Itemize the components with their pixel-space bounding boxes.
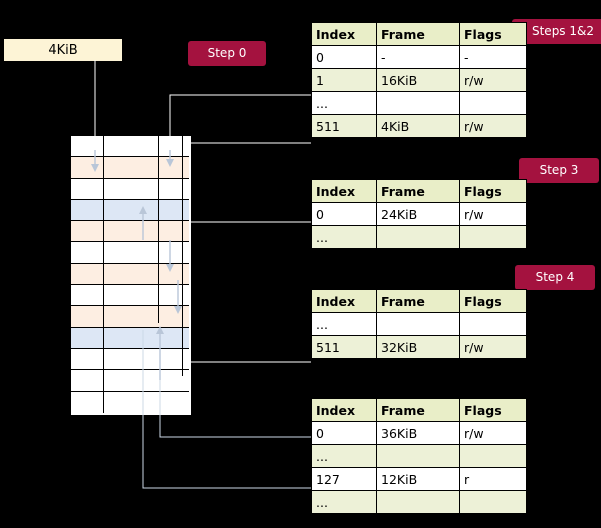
column-header-index: Index xyxy=(311,179,377,203)
cell-flags: r xyxy=(459,467,527,491)
column-header-frame: Frame xyxy=(376,289,460,313)
badge-step-0: Step 0 xyxy=(188,41,266,66)
cell-index: ... xyxy=(311,312,377,336)
memory-row xyxy=(71,391,189,413)
column-header-flags: Flags xyxy=(459,22,527,46)
cell-frame xyxy=(376,444,460,468)
cell-frame: 24KiB xyxy=(376,202,460,226)
memory-divider-mid xyxy=(182,136,183,376)
cell-index: 1 xyxy=(311,68,377,92)
memory-row xyxy=(71,199,189,222)
page-block-label: 4KiB xyxy=(48,42,78,58)
memory-row xyxy=(71,242,189,264)
badge-step-3-label: Step 3 xyxy=(539,163,579,177)
cell-flags: r/w xyxy=(459,114,527,138)
cell-flags xyxy=(459,490,527,514)
column-header-frame: Frame xyxy=(376,179,460,203)
memory-row xyxy=(71,285,189,307)
memory-divider-left xyxy=(103,136,104,413)
column-header-frame: Frame xyxy=(376,398,460,422)
page-block-4kib: 4KiB xyxy=(3,38,123,62)
cell-index: ... xyxy=(311,91,377,115)
table-row: ... xyxy=(311,225,527,249)
cell-frame xyxy=(376,91,460,115)
memory-row xyxy=(71,327,189,349)
cell-flags: - xyxy=(459,45,527,69)
cell-frame xyxy=(376,312,460,336)
badge-step-4-label: Step 4 xyxy=(535,270,575,284)
cell-flags xyxy=(459,225,527,249)
badge-step-4: Step 4 xyxy=(515,265,595,290)
cell-flags xyxy=(459,312,527,336)
column-header-flags: Flags xyxy=(459,179,527,203)
badge-steps-1-2-label: Steps 1&2 xyxy=(531,24,594,38)
cell-index: ... xyxy=(311,225,377,249)
badge-step-0-label: Step 0 xyxy=(207,46,247,60)
cell-frame xyxy=(376,490,460,514)
memory-row xyxy=(71,178,189,200)
cell-index: 511 xyxy=(311,335,377,359)
cell-flags: r/w xyxy=(459,202,527,226)
column-header-index: Index xyxy=(311,289,377,313)
column-header-index: Index xyxy=(311,398,377,422)
memory-row xyxy=(71,370,189,392)
cell-index: 127 xyxy=(311,467,377,491)
cell-flags: r/w xyxy=(459,335,527,359)
cell-index: ... xyxy=(311,490,377,514)
column-header-index: Index xyxy=(311,22,377,46)
table-row: ... xyxy=(311,91,527,115)
cell-index: 0 xyxy=(311,45,377,69)
table-row: ... xyxy=(311,444,527,468)
cell-frame: 16KiB xyxy=(376,68,460,92)
badge-step-3: Step 3 xyxy=(519,158,599,183)
cell-flags: r/w xyxy=(459,421,527,445)
cell-index: ... xyxy=(311,444,377,468)
column-header-frame: Frame xyxy=(376,22,460,46)
table-row: 0-- xyxy=(311,45,527,69)
table-row: ... xyxy=(311,312,527,336)
memory-rows xyxy=(71,136,189,413)
column-header-flags: Flags xyxy=(459,398,527,422)
cell-frame: - xyxy=(376,45,460,69)
memory-row xyxy=(71,136,189,158)
table-row: ... xyxy=(311,490,527,514)
memory-row xyxy=(71,157,189,179)
cell-flags xyxy=(459,91,527,115)
cell-index: 511 xyxy=(311,114,377,138)
cell-frame: 32KiB xyxy=(376,335,460,359)
column-header-flags: Flags xyxy=(459,289,527,313)
memory-row xyxy=(71,306,189,328)
memory-row xyxy=(71,221,189,243)
memory-row xyxy=(71,263,189,286)
memory-divider-right xyxy=(158,136,159,323)
cell-frame: 4KiB xyxy=(376,114,460,138)
cell-index: 0 xyxy=(311,421,377,445)
cell-frame: 12KiB xyxy=(376,467,460,491)
memory-row xyxy=(71,348,189,371)
cell-frame xyxy=(376,225,460,249)
cell-frame: 36KiB xyxy=(376,421,460,445)
cell-flags xyxy=(459,444,527,468)
cell-index: 0 xyxy=(311,202,377,226)
cell-flags: r/w xyxy=(459,68,527,92)
